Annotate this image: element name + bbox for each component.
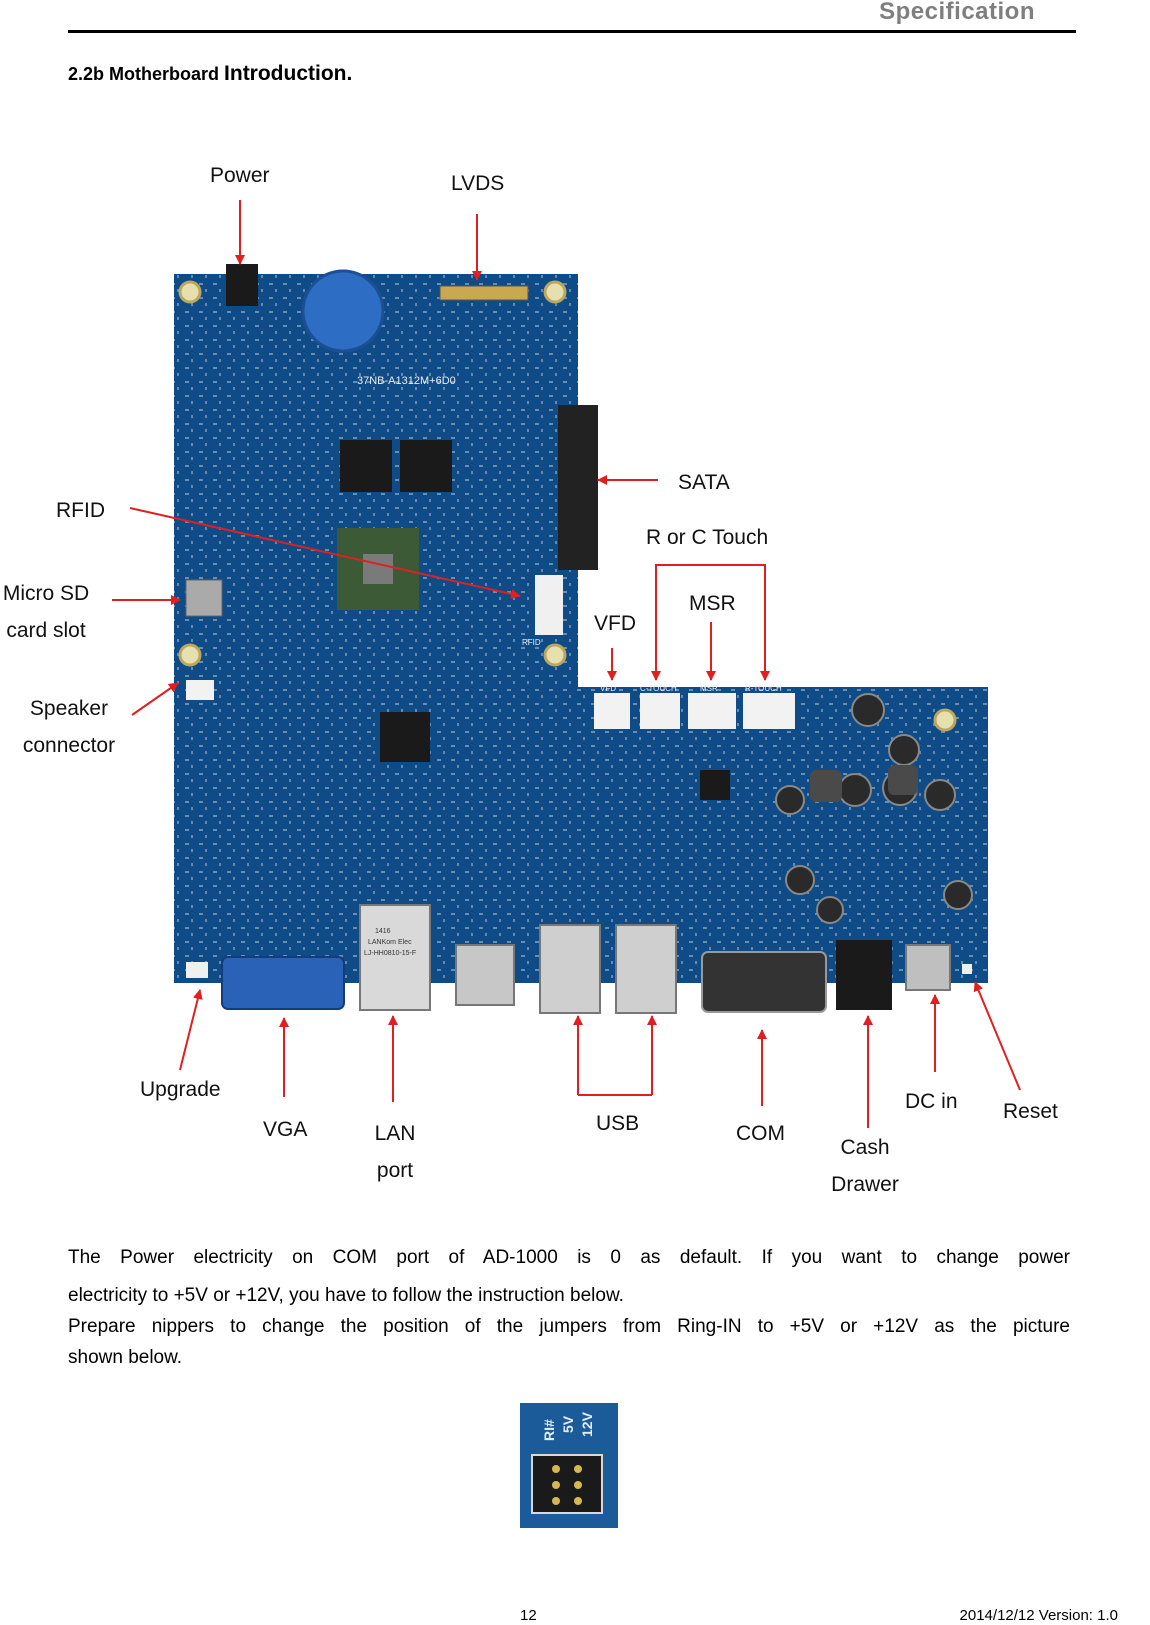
- label-lan: LAN port: [365, 1120, 425, 1185]
- lan-text-1: 1416: [375, 928, 391, 935]
- label-cash-line2: Drawer: [831, 1173, 899, 1197]
- inductor-2: [888, 765, 918, 795]
- label-speaker-line2: connector: [22, 734, 116, 758]
- reset-button: [962, 964, 972, 974]
- jumper-label-ri: RI#: [541, 1419, 557, 1441]
- silk-msr: MSR: [700, 684, 718, 693]
- paragraph-1-line-1: The Power electricity on COM port of AD-…: [68, 1247, 1070, 1268]
- chip-3: [380, 712, 430, 762]
- chip-4: [700, 770, 730, 800]
- usb-port-1: [539, 924, 601, 1014]
- lan-chip-text: 1416 LANKom Elec LJ-HH0810-15-F: [364, 928, 416, 957]
- label-usb: USB: [596, 1112, 640, 1135]
- label-msr: MSR: [689, 592, 736, 615]
- label-cash-drawer: Cash Drawer: [820, 1134, 910, 1199]
- label-speaker: Speaker connector: [16, 695, 122, 760]
- section-title-main: Introduction.: [224, 62, 353, 85]
- label-speaker-line1: Speaker: [29, 697, 109, 720]
- lvds-connector: [439, 285, 529, 301]
- silk-r-touch: R-TOUCH: [745, 684, 782, 693]
- silk-vfd: VFD: [600, 684, 616, 693]
- label-sata: SATA: [678, 471, 730, 494]
- label-r-or-c-touch: R or C Touch: [646, 526, 769, 549]
- msr-header: [688, 693, 736, 729]
- upgrade-header: [186, 962, 208, 978]
- mounting-holes: [178, 280, 957, 732]
- label-lvds: LVDS: [451, 172, 505, 195]
- label-cash-line1: Cash: [840, 1136, 890, 1159]
- label-dc-in: DC in: [905, 1090, 958, 1113]
- label-vga: VGA: [263, 1118, 308, 1141]
- jumper-photo: 12V 5V RI#: [520, 1403, 618, 1528]
- c-touch-header: [640, 693, 680, 729]
- label-rfid: RFID: [56, 499, 105, 522]
- cash-drawer-port: [836, 940, 892, 1010]
- dc-in-port: [905, 944, 951, 991]
- paragraph-2-line-2: shown below.: [68, 1347, 183, 1368]
- jumper-label-12v: 12V: [579, 1411, 595, 1437]
- footer-date-version: 2014/12/12 Version: 1.0: [959, 1607, 1118, 1624]
- memory-chip-1: [340, 440, 392, 492]
- micro-sd-slot: [185, 579, 223, 617]
- footer-page-number: 12: [520, 1607, 537, 1624]
- label-vfd: VFD: [594, 612, 636, 635]
- motherboard-diagram: 37NB-A1312M+6D0 RFID VFD C-TOUCH MSR R-T…: [112, 200, 1021, 1128]
- label-upgrade: Upgrade: [140, 1078, 221, 1101]
- jumper-label-5v: 5V: [560, 1415, 576, 1433]
- section-title-prefix: 2.2b Motherboard: [68, 64, 220, 84]
- inductor-1: [810, 770, 842, 802]
- label-lan-line1: LAN: [374, 1122, 416, 1145]
- capacitors: [775, 693, 973, 924]
- section-title: 2.2b Motherboard Introduction.: [68, 62, 352, 86]
- rfid-header: [535, 575, 563, 635]
- power-connector: [226, 264, 258, 306]
- sata-connector: [558, 405, 598, 570]
- cmos-battery: [301, 269, 385, 353]
- label-com: COM: [736, 1122, 785, 1145]
- header-rule: [68, 30, 1076, 33]
- speaker-header: [186, 680, 214, 700]
- silkscreen-text: 37NB-A1312M+6D0 RFID VFD C-TOUCH MSR R-T…: [357, 375, 782, 693]
- cpu-die: [363, 554, 393, 584]
- label-micro-sd-line1: Micro SD: [2, 582, 90, 605]
- memory-chip-2: [400, 440, 452, 492]
- label-lan-line2: port: [376, 1159, 414, 1183]
- com-port: [701, 951, 827, 1013]
- callout-arrows: [112, 200, 1021, 1128]
- hdmi-port: [455, 944, 515, 1006]
- lan-text-2: LANKom Elec: [368, 939, 412, 946]
- paragraph-2-line-1: Prepare nippers to change the position o…: [68, 1316, 1070, 1337]
- silk-model: 37NB-A1312M+6D0: [357, 375, 456, 387]
- vga-port: [221, 956, 345, 1010]
- label-reset: Reset: [1003, 1100, 1058, 1123]
- header-title: Specification: [879, 0, 1035, 25]
- usb-port-2: [615, 924, 677, 1014]
- silk-c-touch: C-TOUCH: [640, 684, 677, 693]
- paragraph-1-line-2: electricity to +5V or +12V, you have to …: [68, 1285, 624, 1306]
- pcb-board: [174, 274, 988, 983]
- lan-text-3: LJ-HH0810-15-F: [364, 950, 416, 957]
- label-power: Power: [210, 164, 270, 187]
- label-micro-sd: Micro SD card slot: [0, 580, 92, 645]
- r-touch-header: [743, 693, 795, 729]
- label-micro-sd-line2: card slot: [6, 619, 86, 643]
- vfd-header: [594, 693, 630, 729]
- silk-rfid: RFID: [522, 638, 541, 647]
- lan-port: [359, 904, 431, 1011]
